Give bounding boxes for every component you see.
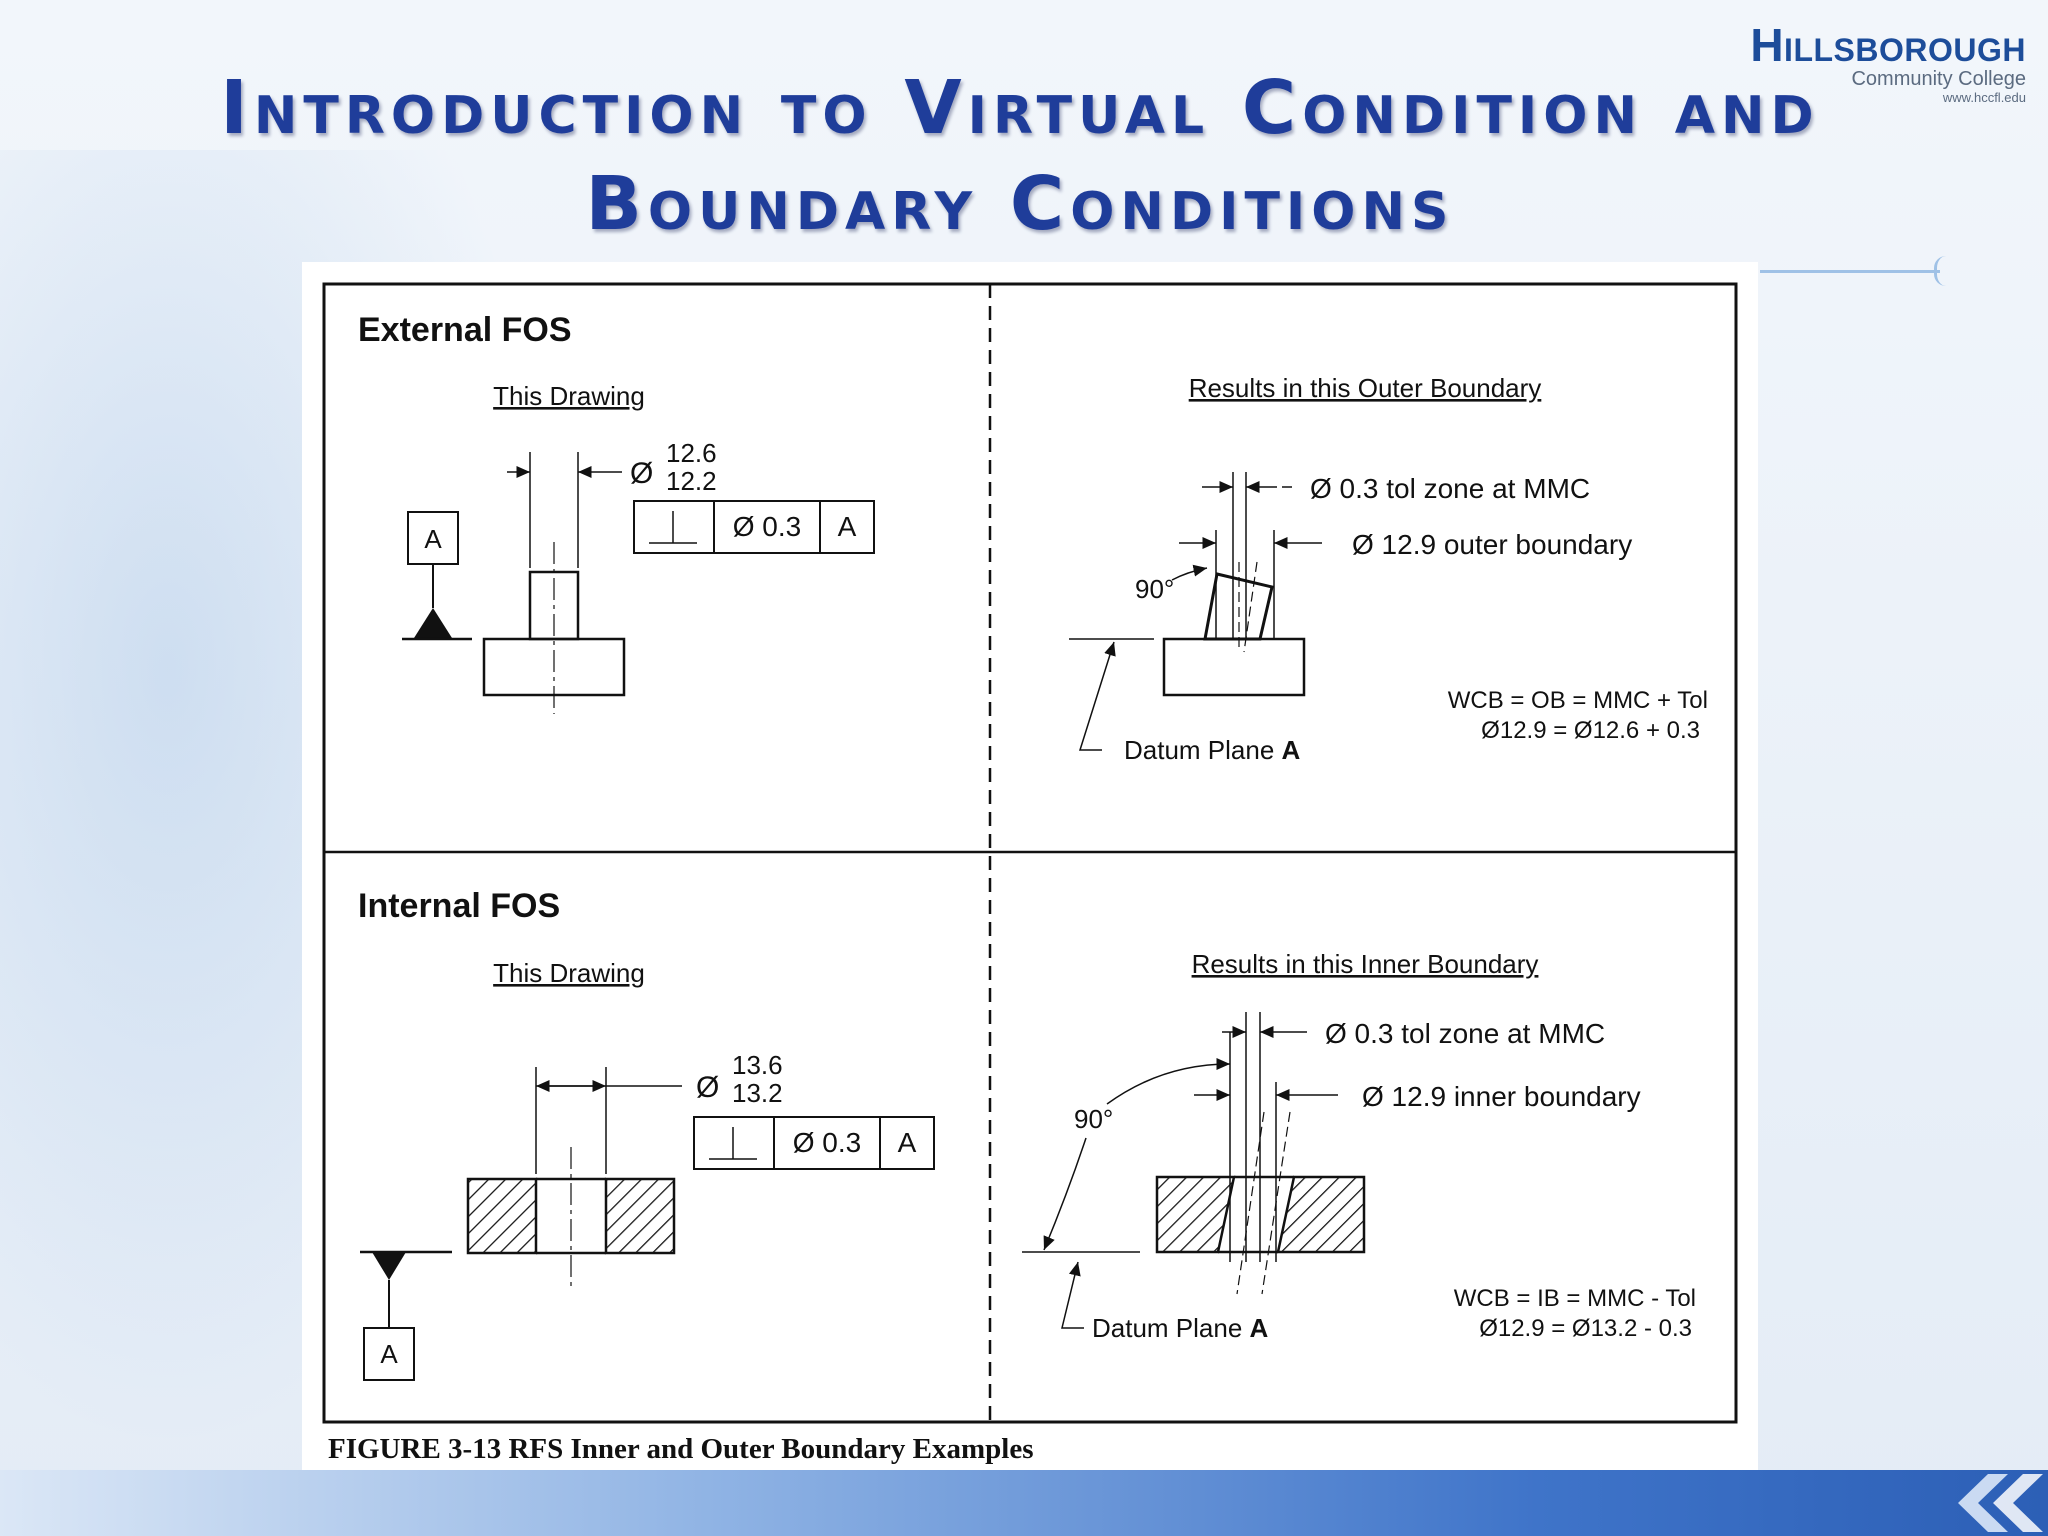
outer-callout-boundary: Ø 12.9 outer boundary bbox=[1352, 529, 1632, 560]
inner-hatched-wall-left bbox=[1155, 1175, 1236, 1254]
external-fos-heading: External FOS bbox=[358, 311, 572, 349]
external-fcf-datum: A bbox=[838, 511, 857, 542]
outer-angle: 90° bbox=[1135, 574, 1174, 604]
outer-datum-plane-text: Datum Plane bbox=[1124, 735, 1274, 765]
external-drawing-label: This Drawing bbox=[493, 381, 645, 411]
internal-fcf-datum: A bbox=[898, 1127, 917, 1158]
external-diameter-symbol: Ø bbox=[630, 457, 653, 490]
inner-equation-line1: WCB = IB = MMC - Tol bbox=[1454, 1285, 1696, 1312]
inner-datum-plane-letter: A bbox=[1250, 1313, 1269, 1343]
internal-diameter-symbol: Ø bbox=[696, 1071, 719, 1104]
internal-hatched-wall-left bbox=[466, 1177, 538, 1255]
external-datum-letter: A bbox=[424, 524, 442, 554]
internal-size-upper: 13.6 bbox=[732, 1050, 783, 1080]
footer-bar bbox=[0, 1470, 2048, 1536]
title-line-2: Boundary Conditions bbox=[585, 161, 1455, 247]
figure-caption: FIGURE 3-13 RFS Inner and Outer Boundary… bbox=[328, 1433, 1034, 1465]
outer-equation-line1: WCB = OB = MMC + Tol bbox=[1448, 687, 1708, 714]
inner-datum-plane: Datum Plane A bbox=[1092, 1313, 1269, 1343]
inner-hatched-wall-right bbox=[1276, 1175, 1366, 1254]
college-logo: Hillsborough Community College www.hccfl… bbox=[1706, 22, 2026, 106]
outer-equation-line2: Ø12.9 = Ø12.6 + 0.3 bbox=[1481, 717, 1700, 744]
figure-drawing: External FOS This Drawing A Ø 12.6 12.2 … bbox=[322, 282, 1738, 1465]
external-size-lower: 12.2 bbox=[666, 466, 717, 496]
internal-size-lower: 13.2 bbox=[732, 1078, 783, 1108]
inner-boundary-label: Results in this Inner Boundary bbox=[1192, 949, 1539, 979]
external-feature-control-frame: Ø 0.3 A bbox=[633, 500, 875, 554]
figure-card: External FOS This Drawing A Ø 12.6 12.2 … bbox=[302, 262, 1758, 1485]
slide-title: Introduction to Virtual Condition and Bo… bbox=[140, 60, 1900, 252]
outer-datum-plane: Datum Plane A bbox=[1124, 735, 1301, 765]
internal-feature-control-frame: Ø 0.3 A bbox=[693, 1116, 935, 1170]
internal-datum-letter: A bbox=[380, 1339, 398, 1369]
external-datum-triangle bbox=[414, 608, 452, 638]
outer-boundary-base bbox=[1162, 637, 1306, 697]
inner-datum-plane-text: Datum Plane bbox=[1092, 1313, 1242, 1343]
logo-name: Hillsborough bbox=[1750, 19, 2026, 71]
decorative-line bbox=[1760, 270, 1940, 273]
internal-datum-box bbox=[363, 1327, 415, 1381]
inner-callout-boundary: Ø 12.9 inner boundary bbox=[1362, 1081, 1641, 1112]
inner-callout-tol-zone: Ø 0.3 tol zone at MMC bbox=[1325, 1018, 1605, 1049]
external-size-upper: 12.6 bbox=[666, 438, 717, 468]
inner-angle: 90° bbox=[1074, 1104, 1113, 1134]
internal-datum-triangle bbox=[372, 1252, 406, 1280]
previous-slide-chevron-icon[interactable] bbox=[1928, 1470, 2048, 1536]
outer-callout-tol-zone: Ø 0.3 tol zone at MMC bbox=[1310, 473, 1590, 504]
internal-drawing-label: This Drawing bbox=[493, 958, 645, 988]
internal-fos-heading: Internal FOS bbox=[358, 887, 560, 925]
logo-subtitle: Community College bbox=[1851, 68, 2026, 90]
inner-equation-line2: Ø12.9 = Ø13.2 - 0.3 bbox=[1479, 1315, 1692, 1342]
title-line-1: Introduction to Virtual Condition and bbox=[220, 65, 1820, 151]
internal-fcf-tolerance: Ø 0.3 bbox=[793, 1127, 861, 1158]
decorative-bracket bbox=[1934, 256, 1947, 286]
outer-datum-plane-letter: A bbox=[1282, 735, 1301, 765]
external-fcf-tolerance: Ø 0.3 bbox=[733, 511, 801, 542]
tilted-pin bbox=[1203, 572, 1274, 641]
logo-url: www.hccfl.edu bbox=[1942, 90, 2026, 105]
internal-hatched-wall-right bbox=[604, 1177, 676, 1255]
outer-boundary-label: Results in this Outer Boundary bbox=[1189, 373, 1542, 403]
